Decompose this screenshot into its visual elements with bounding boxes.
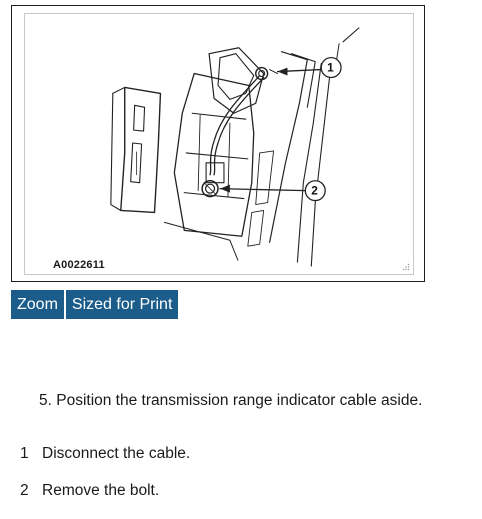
callout-labels: 1 2 (311, 61, 334, 198)
sized-for-print-button[interactable]: Sized for Print (65, 290, 179, 319)
cable-illustration (110, 27, 360, 267)
zoom-button[interactable]: Zoom (11, 290, 64, 319)
figure-id-label: A0022611 (53, 259, 105, 271)
callout-number-2: 2 (311, 184, 318, 198)
list-item-text: Disconnect the cable. (42, 445, 191, 462)
figure-frame: 1 2 A0022611 (11, 5, 425, 282)
list-item-text: Remove the bolt. (42, 482, 160, 499)
list-item-number: 1 (20, 445, 29, 462)
list-item: 2 Remove the bolt. (20, 482, 190, 500)
callout-number-1: 1 (327, 61, 334, 75)
list-item-number: 2 (20, 482, 29, 499)
callout-list: 1 Disconnect the cable. 2 Remove the bol… (20, 445, 190, 519)
figure-button-row: Zoom Sized for Print (11, 290, 179, 319)
step-instruction: 5. Position the transmission range indic… (39, 392, 423, 409)
figure-inner-border: 1 2 A0022611 (24, 13, 414, 275)
list-item: 1 Disconnect the cable. (20, 445, 190, 463)
resize-grip-icon (402, 263, 410, 271)
